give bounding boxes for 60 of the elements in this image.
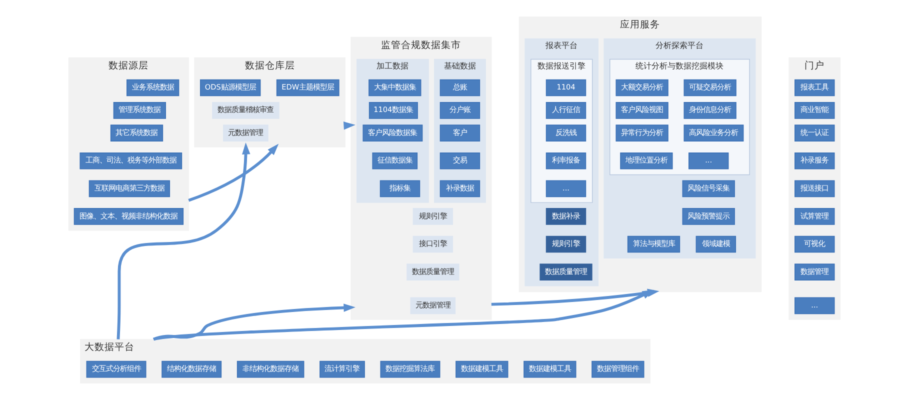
node-box: 1104数据集 (368, 102, 418, 119)
node-box: ... (546, 180, 586, 198)
node-box: 规则引擎 (546, 236, 586, 253)
node-box: 1104 (546, 79, 586, 96)
node-box: 异常行为分析 (616, 124, 668, 142)
node-box: 工商、司法、税务等外部数据 (80, 152, 182, 170)
arrow (153, 290, 654, 341)
node-box: 流计算引擎 (320, 360, 365, 378)
node-box: EDW主题模型层 (276, 79, 340, 96)
node-box: 试算管理 (794, 208, 835, 225)
node-box: 客户 (440, 124, 480, 142)
node-box: 商业智能 (794, 102, 835, 119)
node-box: 总账 (440, 79, 480, 96)
node-box: 数据管理组件 (592, 360, 644, 378)
node-box: 高风险业务分析 (684, 124, 744, 142)
node-box: 数据建模工具 (524, 360, 576, 378)
node-box: 大额交易分析 (616, 79, 668, 96)
node-box: 业务系统数据 (126, 79, 180, 96)
node-box: 风险信号采集 (682, 180, 735, 198)
node-box: 领域建模 (696, 236, 736, 253)
node-box: 互联网电商第三方数据 (88, 180, 170, 198)
node-box: 风险预警提示 (682, 208, 735, 225)
node-box: 反洗钱 (546, 124, 586, 142)
arrow (153, 304, 356, 341)
arrow (188, 144, 279, 202)
node-box: 交互式分析组件 (86, 360, 146, 378)
node-box: 大集中数据集 (368, 79, 422, 96)
node-box: 可视化 (794, 236, 835, 253)
node-box: 可疑交易分析 (684, 79, 736, 96)
node-box: ODS贴源模型层 (200, 79, 261, 96)
arrow (116, 142, 250, 340)
node-box: 客户风险视图 (616, 102, 668, 119)
node-box: 数据挖掘算法库 (380, 360, 440, 378)
node-box: 数据管理 (794, 264, 835, 280)
node-box: 指标集 (380, 180, 420, 198)
node-box: ... (794, 297, 835, 314)
node-box: 元数据管理 (223, 124, 268, 142)
node-box: 统一认证 (794, 124, 835, 142)
node-box: 身份信息分析 (684, 102, 736, 119)
node-box: 补录数据 (440, 180, 480, 198)
node-box: 人行征信 (546, 102, 586, 119)
node-box: 补录服务 (794, 152, 835, 170)
node-box: 图像、文本、视频非结构化数据 (74, 208, 184, 225)
node-box: 算法与模型库 (627, 236, 680, 253)
node-box: 地理位置分析 (620, 152, 673, 170)
node-box: 数据补录 (546, 208, 586, 225)
node-box: 数据建模工具 (456, 360, 508, 378)
node-box: 客户风险数据集 (362, 124, 423, 142)
node-box: 报表工具 (794, 79, 835, 96)
node-box: 数据质量管理 (540, 264, 592, 280)
node-box: 利率报备 (546, 152, 586, 170)
node-box: 结构化数据存储 (162, 360, 222, 378)
node-box: 其它系统数据 (110, 124, 164, 142)
node-box: ... (688, 152, 729, 170)
node-box: 征信数据集 (372, 152, 418, 170)
node-box: 管理系统数据 (113, 102, 166, 119)
node-box: 分户账 (440, 102, 480, 119)
node-box: 非结构化数据存储 (236, 360, 304, 378)
node-box: 报送接口 (794, 180, 835, 198)
node-box: 交易 (440, 152, 480, 170)
